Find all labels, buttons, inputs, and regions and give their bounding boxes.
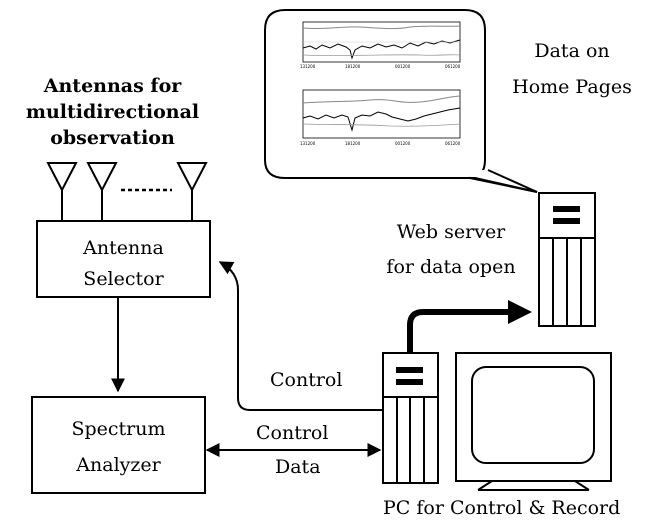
svg-text:001200: 001200 — [395, 141, 411, 146]
data-home-label-line2: Home Pages — [512, 76, 632, 98]
antenna-1 — [46, 162, 78, 221]
svg-text:001200: 001200 — [395, 64, 411, 69]
spectrum-plot-top: 131200 181200 001200 061200 — [300, 21, 461, 69]
data-label: Data — [275, 456, 321, 478]
control-to-selector-line — [218, 261, 382, 411]
data-home-label-line1: Data on — [534, 40, 610, 62]
svg-text:181200: 181200 — [345, 141, 361, 146]
antenna-2 — [86, 162, 118, 221]
antenna-3 — [176, 162, 208, 221]
control-label-lower: Control — [256, 422, 329, 444]
svg-text:131200: 131200 — [300, 141, 316, 146]
web-server-label-line2: for data open — [386, 256, 516, 278]
svg-text:061200: 061200 — [445, 141, 461, 146]
spectrum-analyzer-label-line2: Analyzer — [76, 454, 161, 476]
svg-text:131200: 131200 — [300, 64, 316, 69]
antenna-selector-label-line2: Selector — [83, 268, 164, 290]
antennas-label-line1: Antennas for — [43, 75, 182, 97]
svg-text:061200: 061200 — [445, 64, 461, 69]
web-server-label-line1: Web server — [396, 221, 506, 243]
pc-tower — [382, 352, 439, 484]
antennas-label-line3: observation — [50, 127, 175, 149]
spectrum-analyzer-label-line1: Spectrum — [71, 418, 166, 440]
pc-label: PC for Control & Record — [383, 497, 621, 519]
control-label-upper: Control — [270, 369, 343, 391]
antennas-label-line2: multidirectional — [25, 101, 200, 123]
svg-text:181200: 181200 — [345, 64, 361, 69]
spectrum-analyzer-box — [31, 396, 206, 494]
spectrum-plot-bottom: 131200 181200 001200 061200 — [300, 89, 461, 146]
monitor — [455, 352, 612, 491]
pc-to-server-arrow — [407, 309, 514, 353]
web-server-tower — [538, 192, 596, 327]
antenna-selector-box — [36, 220, 211, 298]
antenna-selector-label-line1: Antenna — [83, 237, 164, 259]
